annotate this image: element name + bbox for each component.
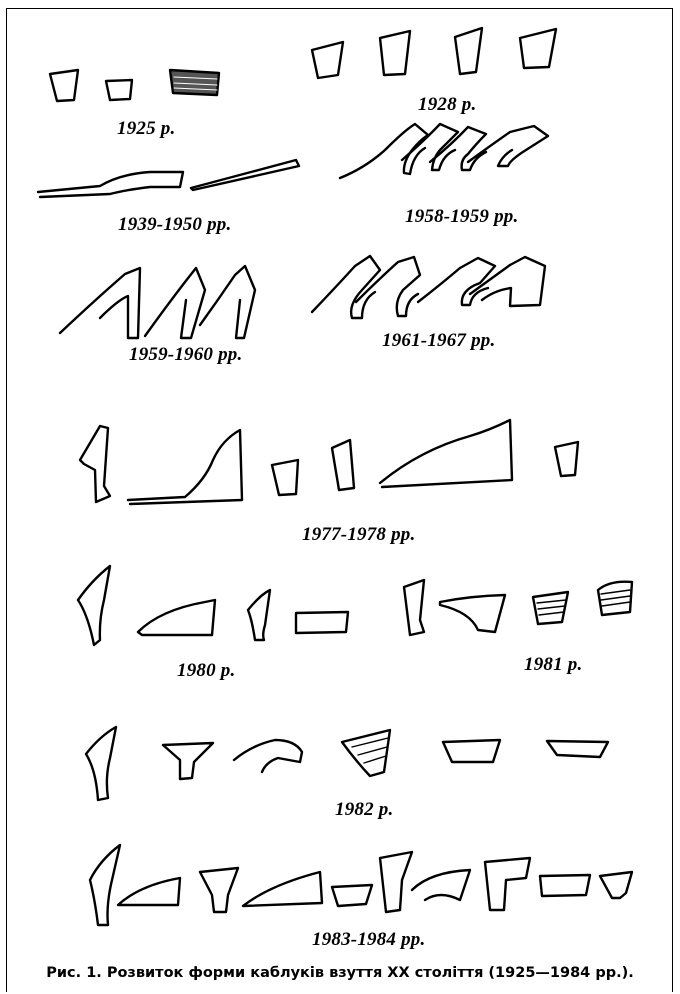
- heel-1925-b: [106, 80, 132, 100]
- heel-1977-b: [128, 430, 242, 504]
- label-1959-1960: 1959-1960 рр.: [129, 344, 242, 366]
- heel-1983-j: [600, 872, 632, 898]
- heel-1977-a: [80, 426, 110, 502]
- heel-1925-c: [170, 70, 219, 95]
- heel-1981-c-stripes: [537, 600, 566, 615]
- label-1983-1984: 1983-1984 рр.: [312, 929, 425, 951]
- heel-1983-e: [332, 885, 372, 906]
- heel-1982-b: [163, 743, 213, 779]
- heels-1939-1950: [38, 160, 299, 197]
- heel-1983-h: [485, 858, 530, 910]
- heel-1980-b: [138, 600, 215, 635]
- heel-1982-c: [234, 740, 302, 772]
- heels-1958-1959: [340, 124, 548, 178]
- label-1961-1967: 1961-1967 рр.: [382, 330, 495, 352]
- heel-1977-f: [555, 442, 578, 476]
- heel-1977-d: [332, 440, 354, 490]
- label-1928: 1928 р.: [418, 94, 476, 116]
- heels-1980: [78, 566, 348, 645]
- label-1981: 1981 р.: [524, 654, 582, 676]
- label-1982: 1982 р.: [335, 799, 393, 821]
- heels-1925: [50, 70, 219, 101]
- heel-1983-a: [90, 845, 120, 925]
- label-1925: 1925 р.: [117, 118, 175, 140]
- heel-1925-a: [50, 70, 78, 101]
- heel-1981-a: [404, 580, 424, 635]
- heel-1983-c: [200, 868, 238, 912]
- label-1958-1959: 1958-1959 рр.: [405, 206, 518, 228]
- heels-1928: [312, 28, 556, 78]
- heel-1959-c: [200, 266, 255, 338]
- heel-1982-f: [547, 741, 608, 757]
- heel-1959-a: [60, 268, 140, 338]
- heels-1981: [404, 580, 632, 635]
- label-1977-1978: 1977-1978 рр.: [302, 524, 415, 546]
- heel-1928-b: [380, 31, 410, 75]
- heels-1959-1960: [60, 266, 255, 338]
- heel-1980-a: [78, 566, 110, 645]
- heels-1977-1978: [80, 420, 578, 504]
- heel-1928-d: [520, 29, 556, 68]
- heel-1982-a: [86, 727, 116, 800]
- heel-1958-a: [340, 124, 428, 178]
- heel-1982-e: [443, 740, 500, 762]
- heel-1983-f: [380, 852, 412, 912]
- heel-1980-d: [296, 612, 348, 633]
- figure-caption: Рис. 1. Розвиток форми каблуків взуття X…: [0, 965, 680, 981]
- heel-1980-c: [248, 590, 270, 640]
- heel-1981-d-stripes: [601, 590, 630, 606]
- label-1980: 1980 р.: [177, 660, 235, 682]
- heel-1983-d: [243, 872, 322, 906]
- sole-1939-b: [191, 160, 299, 190]
- heel-1928-c: [455, 28, 482, 74]
- heel-1928-a: [312, 42, 343, 78]
- heel-1983-b: [118, 878, 180, 905]
- heel-1981-b: [440, 595, 505, 632]
- heel-1977-e: [380, 420, 512, 487]
- heel-1983-i: [540, 875, 590, 896]
- sole-1939-a: [38, 172, 183, 197]
- heel-1959-b: [145, 268, 205, 338]
- heels-1983-1984: [90, 845, 632, 925]
- heel-1982-d-stripes: [352, 738, 388, 763]
- label-1939-1950: 1939-1950 рр.: [118, 214, 231, 236]
- heel-1983-g: [412, 870, 470, 900]
- heels-1961-1967: [312, 256, 545, 318]
- heels-1982: [86, 727, 608, 800]
- heel-1977-c: [272, 460, 298, 495]
